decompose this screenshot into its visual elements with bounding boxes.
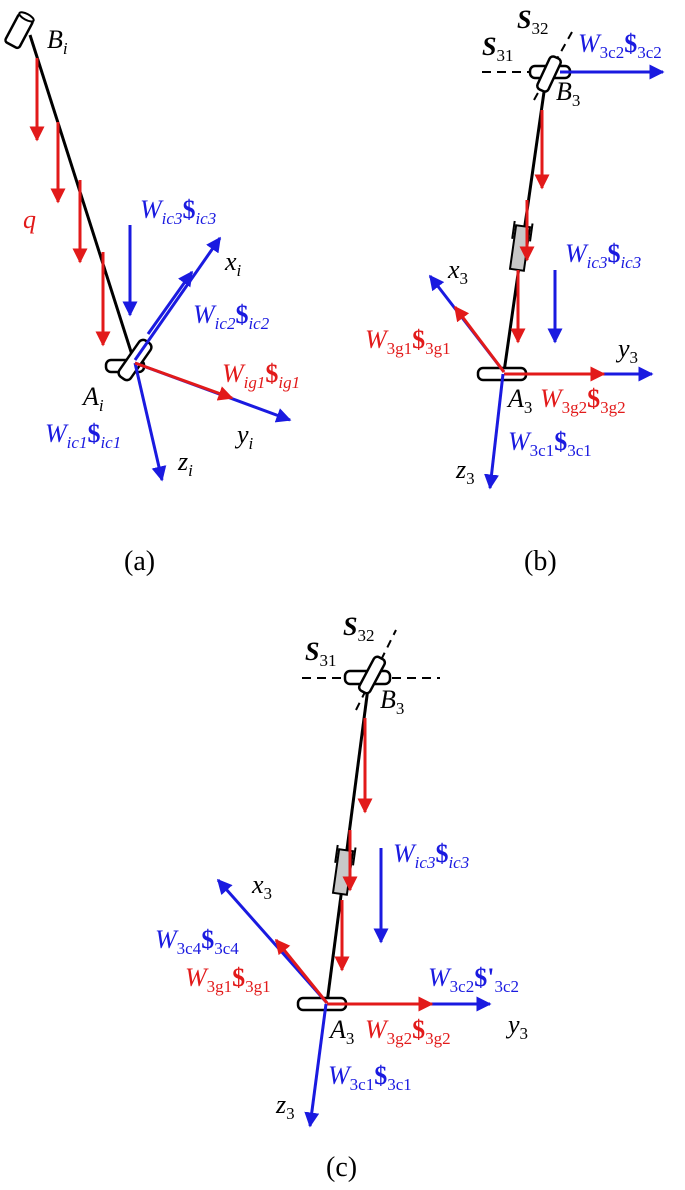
point-a-label: Ai — [81, 382, 104, 415]
panel-c: S32 S31 B3 Wic3$ic3 x3 W3c4$3c4 W3g1$3g1… — [155, 612, 528, 1183]
wrench-ic2-arrow — [146, 270, 194, 335]
wrench-3c1-arrow — [304, 1003, 328, 1128]
joint-b3-symbol — [343, 655, 392, 695]
caption-a: (a) — [124, 546, 155, 577]
axis-x-label: x3 — [251, 870, 272, 903]
distributed-load-arrows — [29, 58, 111, 347]
joint-axis-s31-label: S31 — [305, 637, 336, 670]
wrench-3c1-label: W3c1$3c1 — [508, 427, 592, 460]
joint-axis-s32-label: S32 — [517, 5, 548, 38]
wrench-3g1-arrow — [274, 938, 329, 1004]
wrench-ic1-label: Wic1$ic1 — [45, 419, 121, 452]
point-b-label: Bi — [47, 25, 68, 58]
link-rod — [325, 687, 370, 1004]
caption-b: (b) — [524, 546, 557, 577]
wrench-3c4-label: W3c4$3c4 — [155, 925, 239, 958]
joint-axis-s32-label: S32 — [343, 612, 374, 645]
wrench-ic2-label: Wic2$ic2 — [193, 300, 270, 333]
wrench-3g1-arrow — [453, 305, 506, 373]
joint-b-symbol — [4, 11, 35, 50]
wrench-ic3-label: Wic3$ic3 — [140, 195, 216, 228]
axis-z-label: zi — [177, 447, 193, 480]
panel-b: S32 S31 W3c2$3c2 B3 Wic3$ic3 x3 W3g1$3g1… — [365, 5, 665, 577]
wrench-3g1-label: W3g1$3g1 — [365, 325, 451, 358]
wrench-3g2-label: W3g2$3g2 — [365, 1015, 451, 1048]
wrench-3g1-label: W3g1$3g1 — [185, 963, 271, 996]
axis-x-arrow — [133, 236, 222, 361]
point-b3-label: B3 — [556, 77, 580, 110]
wrench-3c2-label: W3c2$3c2 — [578, 29, 662, 62]
joint-axis-s31-label: S31 — [482, 32, 513, 65]
axis-z-label: z3 — [455, 455, 475, 488]
slider-block — [508, 220, 534, 272]
axis-z-label: z3 — [275, 1090, 295, 1123]
load-q-label: q — [23, 205, 36, 234]
point-b3-label: B3 — [380, 685, 404, 718]
wrench-3c2-label: W3c2$'3c2 — [428, 963, 519, 996]
axis-y-label: y3 — [505, 1010, 528, 1043]
distributed-load-arrows — [334, 718, 373, 972]
wrench-3g2-label: W3g2$3g2 — [540, 384, 626, 417]
point-a3-label: A3 — [328, 1015, 354, 1048]
caption-c: (c) — [326, 1152, 357, 1183]
wrench-ig1-label: Wig1$ig1 — [222, 359, 300, 392]
joint-b3-symbol — [528, 55, 572, 93]
axis-y-label: yi — [234, 420, 254, 453]
axis-x-label: x3 — [447, 255, 468, 288]
axis-y-label: y3 — [615, 334, 638, 367]
wrench-ic3-label: Wic3$ic3 — [565, 239, 641, 272]
panel-a: Bi q Wic3$ic3 xi Wic2$ic2 Wig1$ig1 Ai Wi… — [4, 11, 300, 577]
point-a3-label: A3 — [506, 384, 532, 417]
wrench-3c1-arrow — [484, 373, 505, 490]
wrench-ig1-arrow — [134, 361, 234, 401]
axis-x-label: xi — [224, 247, 242, 280]
wrench-3c1-label: W3c1$3c1 — [328, 1061, 412, 1094]
wrench-ic3-label: Wic3$ic3 — [393, 839, 469, 872]
slider-block — [331, 844, 357, 896]
distributed-load-arrows — [510, 110, 550, 344]
wrench-ic1-arrow — [133, 362, 167, 482]
